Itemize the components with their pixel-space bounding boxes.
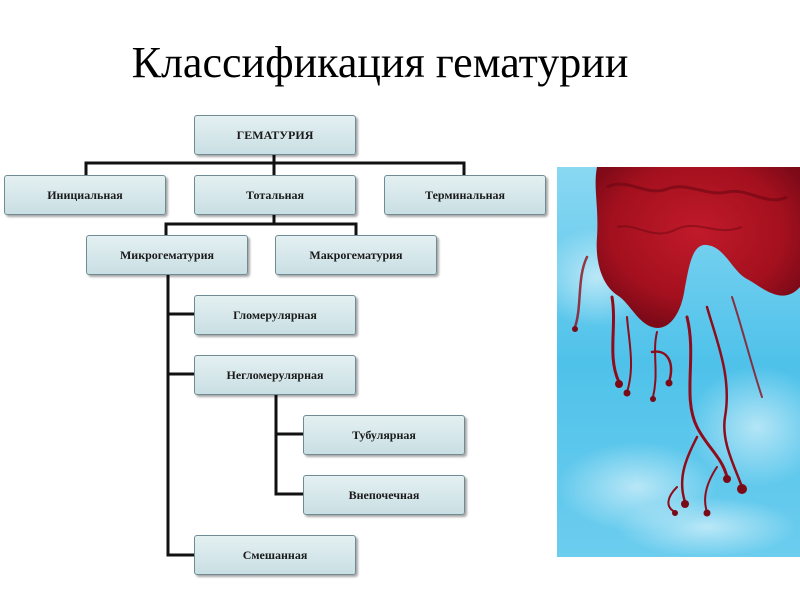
- blood-in-water-illustration: [557, 167, 800, 557]
- node-glomerular: Гломерулярная: [194, 295, 356, 335]
- node-total-label: Тотальная: [246, 187, 304, 202]
- node-macrohematuria-label: Макрогематурия: [309, 247, 403, 262]
- node-macrohematuria: Макрогематурия: [275, 235, 437, 275]
- node-nonglomerular: Негломерулярная: [194, 355, 356, 395]
- slide-title: Классификация гематурии: [131, 38, 629, 87]
- node-terminal: Терминальная: [384, 175, 546, 215]
- node-tubular-label: Тубулярная: [352, 427, 416, 442]
- node-mixed: Смешанная: [194, 535, 356, 575]
- node-hematuria-label: ГЕМАТУРИЯ: [236, 127, 314, 142]
- node-hematuria: ГЕМАТУРИЯ: [194, 115, 356, 155]
- node-total: Тотальная: [194, 175, 356, 215]
- node-terminal-label: Терминальная: [425, 187, 505, 202]
- node-extrarenal: Внепочечная: [303, 475, 465, 515]
- node-microhematuria-label: Микрогематурия: [119, 247, 215, 262]
- blood-in-water-photo: [557, 167, 800, 557]
- node-initial-label: Инициальная: [47, 187, 123, 202]
- node-initial: Инициальная: [4, 175, 166, 215]
- node-tubular: Тубулярная: [303, 415, 465, 455]
- node-mixed-label: Смешанная: [242, 547, 308, 562]
- node-glomerular-label: Гломерулярная: [233, 307, 317, 322]
- node-nonglomerular-label: Негломерулярная: [226, 367, 324, 382]
- node-extrarenal-label: Внепочечная: [348, 487, 420, 502]
- node-microhematuria: Микрогематурия: [86, 235, 248, 275]
